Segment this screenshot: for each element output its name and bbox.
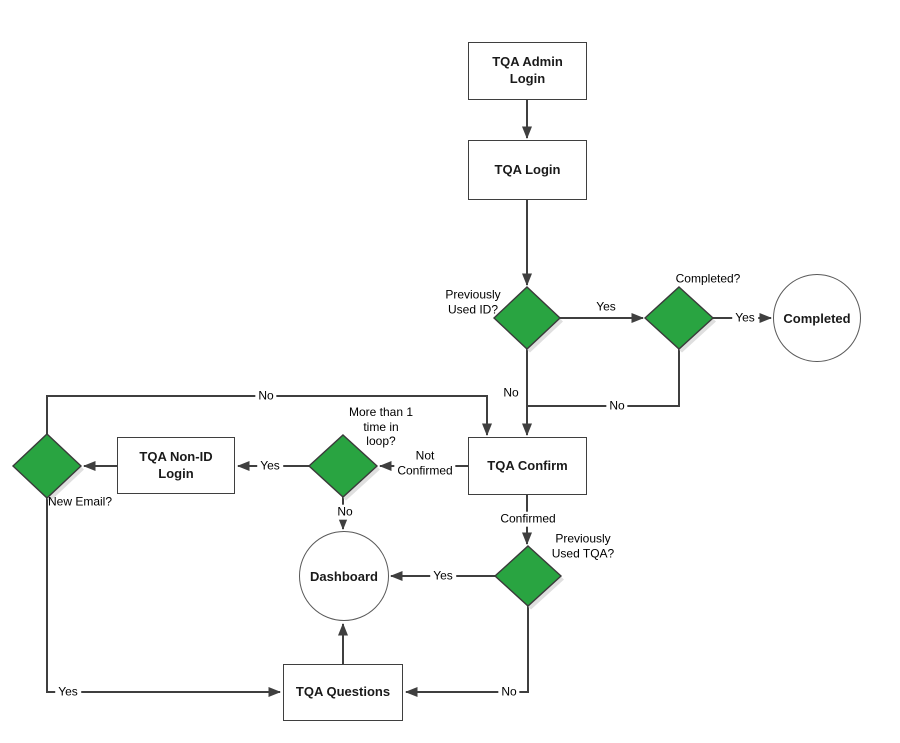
label-previously-used-id: Previously Used ID? [445,287,501,316]
decision-diamonds [11,286,716,610]
edge-used-tqa-no [405,606,529,697]
node-tqa-admin-login: TQA Admin Login [468,42,587,100]
edge-label-loop-no: No [334,504,356,520]
decision-previously-used-id [492,286,562,350]
edge-label-used-tqa-no: No [498,684,520,700]
node-tqa-login: TQA Login [468,140,587,200]
edge-completed-no [528,349,680,407]
edge-label-used-tqa-yes: Yes [430,568,456,584]
edge-label-not-confirmed: Not Confirmed [394,448,456,478]
decision-more-than-one-loop [307,434,379,498]
edge-label-new-email-no: No [255,388,277,404]
edge-label-used-id-yes: Yes [596,299,616,314]
label-previously-used-tqa: Previously Used TQA? [551,531,615,560]
edge-label-new-email-yes: Yes [55,684,81,700]
label-more-than-one-loop: More than 1 time in loop? [348,405,414,449]
node-tqa-non-id-login: TQA Non-ID Login [117,437,235,494]
node-dashboard: Dashboard [299,531,389,621]
label-new-email: New Email? [47,494,113,509]
edges [46,100,772,697]
decision-new-email [11,433,83,499]
decision-previously-used-tqa [493,545,563,607]
node-tqa-confirm: TQA Confirm [468,437,587,495]
label-completed-question: Completed? [675,271,741,286]
node-tqa-questions: TQA Questions [283,664,403,721]
edge-label-completed-no: No [606,398,628,414]
edge-label-used-id-no: No [503,385,519,400]
edge-new-email-yes [46,498,281,697]
edge-label-confirmed: Confirmed [497,511,559,527]
edge-label-completed-yes: Yes [732,310,758,326]
edge-label-loop-yes: Yes [257,458,283,474]
node-completed: Completed [773,274,861,362]
decision-completed [643,286,715,350]
